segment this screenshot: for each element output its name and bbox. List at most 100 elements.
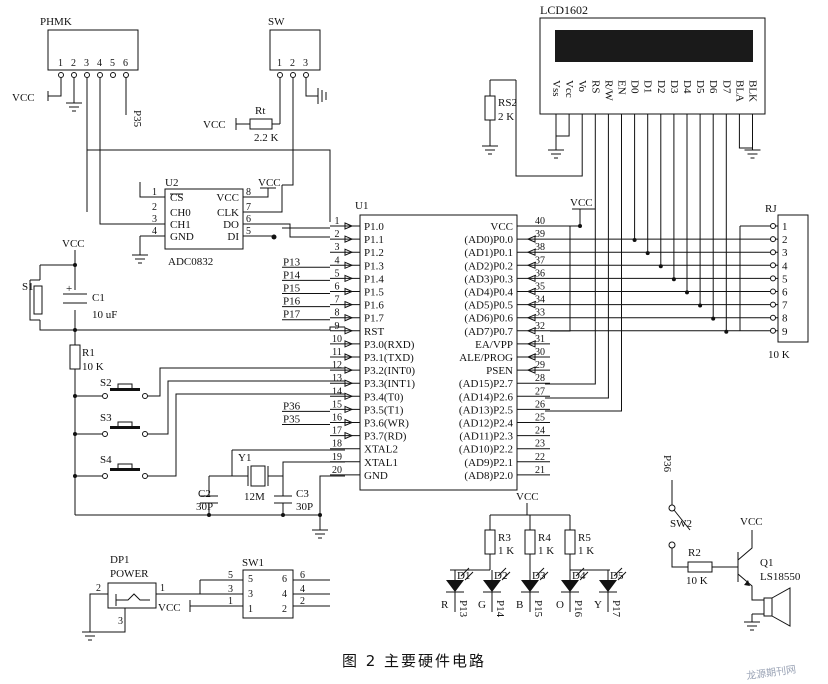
- mcu-left-pin-num: 14: [332, 386, 342, 397]
- mcu-left-pin-name: P1.3: [364, 260, 384, 272]
- mcu-left-pin-num: 16: [332, 413, 342, 424]
- adc-left-pin-name: CH0: [170, 207, 191, 219]
- mcu-right-pin-name: (AD1)P0.1: [464, 247, 513, 259]
- key-s3: S3: [100, 412, 112, 424]
- adc-left-pin-name: GND: [170, 231, 194, 243]
- crystal-ref: Y1: [238, 452, 251, 464]
- led-res-name: R3: [498, 532, 511, 544]
- lcd-pin-label: D7: [720, 80, 732, 94]
- phmk-pin-5: 5: [110, 58, 115, 69]
- rj-pin-num: 1: [782, 221, 788, 233]
- mcu-left-pin-name: P3.5(T1): [364, 404, 404, 416]
- phmk-connector: PHMK 1 2 3 4 5 6 VCC P35: [12, 16, 331, 222]
- led-res-value: 1 K: [498, 545, 514, 557]
- sw1-outer-1: 1: [228, 596, 233, 607]
- mcu-left-pin-name: P1.7: [364, 313, 384, 325]
- lcd-pin-label: D2: [655, 80, 667, 93]
- mcu-left-pin-name: P1.1: [364, 234, 384, 246]
- figure-caption: 图 2 主要硬件电路: [341, 652, 487, 670]
- mcu-right-pin-name: EA/VPP: [475, 339, 513, 351]
- mcu-right-pin-name: (AD7)P0.7: [464, 326, 513, 338]
- phmk-pin-2: 2: [71, 58, 76, 69]
- mcu-p3-net: P36: [283, 400, 301, 412]
- rs2-name: RS2: [498, 97, 517, 109]
- mcu-left-pin-num: 6: [335, 282, 340, 293]
- adc-right-pin-name: CLK: [217, 207, 239, 219]
- led-res-value: 1 K: [538, 545, 554, 557]
- sw1-outer-4: 4: [300, 584, 305, 595]
- buzzer-trans-type: LS18550: [760, 571, 801, 583]
- mcu-right-pin-name: PSEN: [486, 365, 513, 377]
- mcu-left-pin-name: P3.4(T0): [364, 391, 404, 403]
- sw1-inner-3: 3: [248, 589, 253, 600]
- lcd-pin-label: Vo: [576, 80, 588, 93]
- sw1-inner-2: 2: [282, 604, 287, 615]
- mcu-left-pin-num: 1: [335, 216, 340, 227]
- adc-right-pin-num: 7: [246, 202, 251, 213]
- mcu-left-pin-num: 9: [335, 321, 340, 332]
- mcu-right-pin-num: 21: [535, 465, 545, 476]
- led-ref: D5: [610, 570, 624, 582]
- phmk-pin-1: 1: [58, 58, 63, 69]
- led-ref: D4: [572, 570, 586, 582]
- mcu-right-pin-num: 27: [535, 386, 545, 397]
- led-color: B: [516, 599, 523, 611]
- mcu-left-pin-name: P1.2: [364, 247, 384, 259]
- lcd-pin-label: Vss: [550, 80, 562, 97]
- rj-pin-num: 8: [782, 313, 788, 325]
- sw-pin-3: 3: [303, 58, 308, 69]
- c2-name: C2: [198, 488, 211, 500]
- led-ref: D1: [457, 570, 470, 582]
- mcu-p3-net: P35: [283, 414, 301, 426]
- mcu-left-pin-name: P3.7(RD): [364, 431, 407, 443]
- reset-cap-value: 10 uF: [92, 309, 117, 321]
- mcu-right-pin-num: 38: [535, 242, 545, 253]
- mcu-left-pin-name: GND: [364, 470, 388, 482]
- led-vcc-label: VCC: [516, 491, 539, 503]
- key-switches: S2 S3 S4: [73, 367, 345, 479]
- sw-title: SW: [268, 16, 285, 28]
- mcu-port-net: P17: [283, 309, 301, 321]
- mcu-right-pin-name: (AD12)P2.4: [459, 418, 514, 430]
- sw1-outer-3: 3: [228, 584, 233, 595]
- mcu-ref: U1: [355, 200, 368, 212]
- mcu-left-pin-num: 13: [332, 373, 342, 384]
- adc-left-pin-num: 1: [152, 187, 157, 198]
- lcd-pin-label: EN: [616, 80, 628, 95]
- rj-pin-num: 7: [782, 300, 788, 312]
- buzzer-switch: SW2: [670, 518, 692, 530]
- sw-connector: SW 1 2 3 VCC Rt 2.2 K: [203, 16, 327, 186]
- led-net: P13: [457, 600, 469, 618]
- mcu-right-pin-num: 35: [535, 282, 545, 293]
- mcu-right-pin-num: 32: [535, 321, 545, 332]
- rj-pin-num: 5: [782, 273, 788, 285]
- mcu-right-pin-num: 29: [535, 360, 545, 371]
- phmk-vcc-label: VCC: [12, 92, 35, 104]
- mcu-right-pin-name: (AD4)P0.4: [464, 287, 513, 299]
- mcu-left-pin-name: P3.3(INT1): [364, 378, 415, 390]
- led-net: P16: [572, 600, 584, 618]
- mcu-right-pin-num: 23: [535, 439, 545, 450]
- led-net: P15: [532, 600, 544, 618]
- mcu-right-pin-name: (AD11)P2.3: [459, 431, 513, 443]
- lcd-pin-label: Vcc: [563, 80, 575, 98]
- mcu-left-pin-num: 17: [332, 426, 342, 437]
- adc-vcc-label: VCC: [258, 177, 281, 189]
- sw-pin-2: 2: [290, 58, 295, 69]
- mcu-left-pin-num: 19: [332, 452, 342, 463]
- power-name: DP1: [110, 554, 130, 566]
- rj-pin-num: 6: [782, 287, 788, 299]
- mcu-right-pin-num: 31: [535, 334, 545, 345]
- mcu-left-pin-num: 4: [335, 255, 340, 266]
- sw-pin-1: 1: [277, 58, 282, 69]
- adc-left-pin-num: 4: [152, 226, 157, 237]
- phmk-p35-net: P35: [131, 110, 143, 128]
- mcu-right-pin-name: (AD3)P0.3: [464, 273, 513, 285]
- mcu-left-pin-name: XTAL1: [364, 457, 398, 469]
- reset-vcc-label: VCC: [62, 238, 85, 250]
- sw1-outer-5: 5: [228, 570, 233, 581]
- phmk-pin-6: 6: [123, 58, 128, 69]
